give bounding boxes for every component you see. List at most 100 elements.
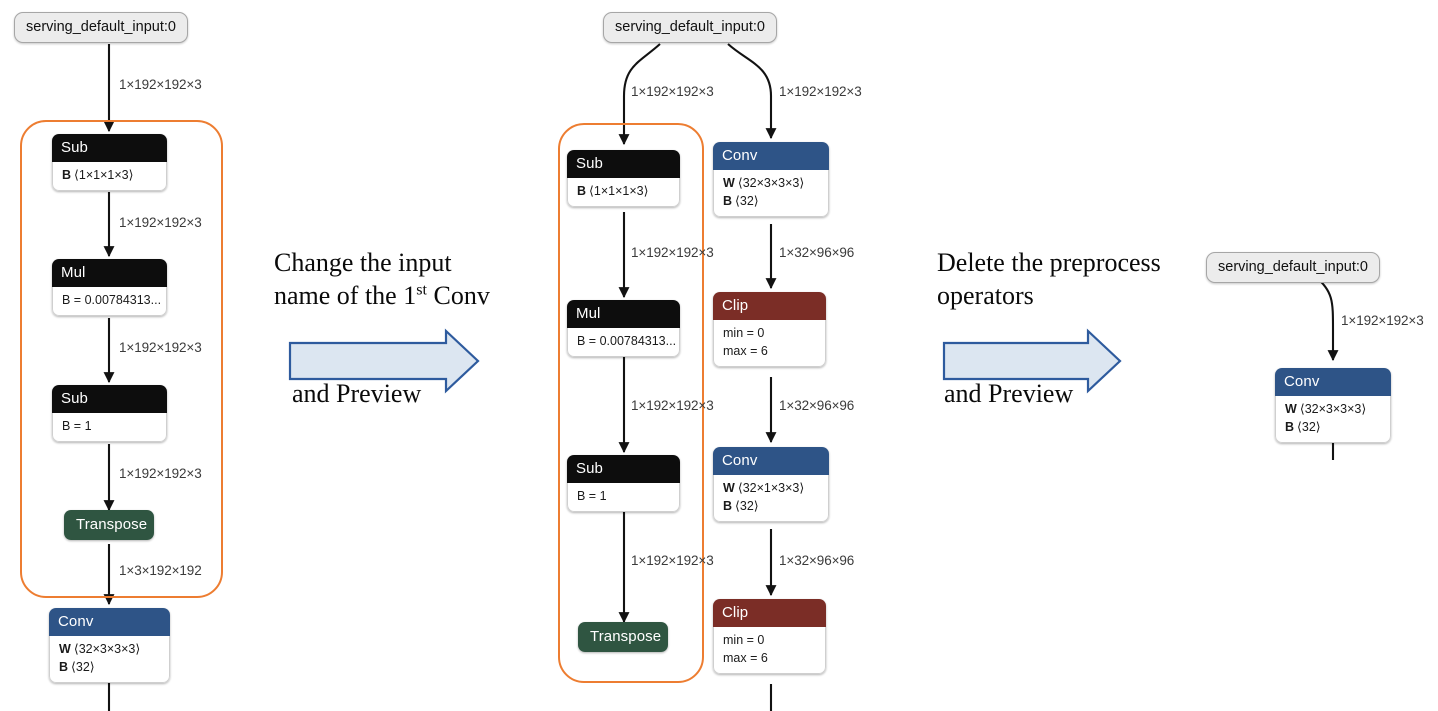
node-conv-1-panel1[interactable]: Conv W⟨32×3×3×3⟩ B⟨32⟩: [49, 608, 170, 684]
io-input-node-panel1[interactable]: serving_default_input:0: [14, 12, 188, 43]
annotation-1-line2-post: Conv: [426, 281, 490, 310]
node-body: B = 1: [52, 413, 167, 442]
node-header: Conv: [713, 447, 829, 475]
node-header: Clip: [713, 292, 826, 320]
node-attr-key: W: [1285, 401, 1297, 416]
edge-label-panel2-left-1: 1×192×192×3: [631, 245, 714, 260]
node-attr-row: B⟨1×1×1×3⟩: [577, 182, 670, 201]
node-transpose-panel2[interactable]: Transpose: [578, 622, 668, 652]
node-attr-row: B = 1: [62, 417, 157, 436]
node-attr-key: B: [723, 194, 733, 209]
node-attr-row: B⟨32⟩: [1285, 419, 1381, 438]
node-body: min = 0 max = 6: [713, 627, 826, 675]
node-transpose-panel1[interactable]: Transpose: [64, 510, 154, 540]
edge-label-panel2-right-1: 1×32×96×96: [779, 245, 855, 260]
node-attr-value: ⟨32×3×3×3⟩: [737, 175, 805, 190]
edge-label-panel2-left-3: 1×192×192×3: [631, 553, 714, 568]
node-body: W⟨32×1×3×3⟩ B⟨32⟩: [713, 475, 829, 523]
edge-input-to-conv1-curve: [1314, 275, 1339, 362]
node-attr-row: max = 6: [723, 650, 816, 669]
node-attr-row: B⟨32⟩: [723, 193, 819, 212]
node-header: Conv: [1275, 368, 1391, 396]
node-attr-key: B: [577, 183, 587, 198]
preprocess-group-box-panel1: [20, 120, 223, 598]
node-header: Transpose: [64, 510, 154, 540]
node-body: min = 0 max = 6: [713, 320, 826, 368]
node-attr-row: W⟨32×3×3×3⟩: [723, 174, 819, 193]
node-attr-key: B: [1285, 420, 1295, 435]
node-body: W⟨32×3×3×3⟩ B⟨32⟩: [713, 170, 829, 218]
node-conv-1-panel3[interactable]: Conv W⟨32×3×3×3⟩ B⟨32⟩: [1275, 368, 1391, 444]
edge-label-panel2-right-2: 1×32×96×96: [779, 398, 855, 413]
node-attr-value: ⟨32⟩: [71, 660, 95, 675]
annotation-2-footer: and Preview: [944, 379, 1074, 408]
node-body: B⟨1×1×1×3⟩: [567, 178, 680, 207]
annotation-1-line2: name of the 1st Conv: [274, 280, 490, 312]
edge-label-panel1-4: 1×3×192×192: [119, 563, 202, 578]
node-body: W⟨32×3×3×3⟩ B⟨32⟩: [49, 636, 170, 684]
node-attr-value: ⟨32⟩: [735, 499, 759, 514]
node-header: Clip: [713, 599, 826, 627]
node-attr-value: B = 0.00784313...: [62, 292, 162, 307]
node-attr-row: B = 1: [577, 487, 670, 506]
node-attr-value: max = 6: [723, 344, 768, 359]
node-header: Transpose: [578, 622, 668, 652]
annotation-1-line2-superscript: st: [416, 281, 427, 299]
node-clip-1-panel2[interactable]: Clip min = 0 max = 6: [713, 292, 826, 368]
node-sub-1-panel2[interactable]: Sub B⟨1×1×1×3⟩: [567, 150, 680, 207]
edge-label-panel2-right-3: 1×32×96×96: [779, 553, 855, 568]
node-mul-1-panel1[interactable]: Mul B = 0.00784313...: [52, 259, 167, 316]
node-attr-row: W⟨32×3×3×3⟩: [1285, 400, 1381, 419]
annotation-1-footer: and Preview: [292, 379, 422, 408]
node-attr-row: W⟨32×1×3×3⟩: [723, 479, 819, 498]
node-attr-value: B = 1: [62, 418, 92, 433]
node-attr-row: W⟨32×3×3×3⟩: [59, 640, 160, 659]
node-attr-value: ⟨32⟩: [1297, 420, 1321, 435]
edge-label-panel2-right-0: 1×192×192×3: [779, 84, 862, 99]
node-attr-row: min = 0: [723, 631, 816, 650]
node-attr-row: max = 6: [723, 343, 816, 362]
edge-label-panel2-left-2: 1×192×192×3: [631, 398, 714, 413]
node-header: Sub: [52, 134, 167, 162]
node-body: B = 1: [567, 483, 680, 512]
node-attr-row: B⟨1×1×1×3⟩: [62, 166, 157, 185]
edge-input-to-conv1-curve: [727, 43, 777, 140]
node-attr-value: max = 6: [723, 651, 768, 666]
node-attr-value: ⟨32×1×3×3⟩: [737, 480, 805, 495]
node-attr-value: ⟨1×1×1×3⟩: [74, 167, 134, 182]
node-attr-key: B: [723, 499, 733, 514]
annotation-2-line1: Delete the preprocess: [937, 248, 1161, 277]
node-sub-1-panel1[interactable]: Sub B⟨1×1×1×3⟩: [52, 134, 167, 191]
node-attr-value: B = 0.00784313...: [577, 333, 677, 348]
node-attr-row: B⟨32⟩: [723, 498, 819, 517]
annotation-1-line1: Change the input: [274, 248, 452, 277]
node-sub-2-panel1[interactable]: Sub B = 1: [52, 385, 167, 442]
node-body: B = 0.00784313...: [567, 328, 680, 357]
node-attr-value: min = 0: [723, 325, 765, 340]
node-attr-row: B⟨32⟩: [59, 659, 160, 678]
io-input-node-panel2[interactable]: serving_default_input:0: [603, 12, 777, 43]
node-header: Mul: [567, 300, 680, 328]
node-attr-value: ⟨32⟩: [735, 194, 759, 209]
node-mul-1-panel2[interactable]: Mul B = 0.00784313...: [567, 300, 680, 357]
io-input-node-panel3[interactable]: serving_default_input:0: [1206, 252, 1380, 283]
edge-label-panel1-0: 1×192×192×3: [119, 77, 202, 92]
node-attr-key: W: [723, 480, 735, 495]
node-sub-2-panel2[interactable]: Sub B = 1: [567, 455, 680, 512]
preprocess-group-box-panel2: [558, 123, 704, 683]
node-attr-value: B = 1: [577, 488, 607, 503]
node-header: Conv: [49, 608, 170, 636]
node-attr-row: B = 0.00784313...: [577, 332, 676, 351]
node-attr-value: ⟨32×3×3×3⟩: [73, 641, 141, 656]
node-clip-2-panel2[interactable]: Clip min = 0 max = 6: [713, 599, 826, 675]
node-attr-value: ⟨32×3×3×3⟩: [1299, 401, 1367, 416]
node-conv-1-panel2[interactable]: Conv W⟨32×3×3×3⟩ B⟨32⟩: [713, 142, 829, 218]
node-attr-row: min = 0: [723, 324, 816, 343]
node-conv-2-panel2[interactable]: Conv W⟨32×1×3×3⟩ B⟨32⟩: [713, 447, 829, 523]
edge-label-panel2-left-0: 1×192×192×3: [631, 84, 714, 99]
annotation-2-line2: operators: [937, 280, 1034, 312]
node-body: W⟨32×3×3×3⟩ B⟨32⟩: [1275, 396, 1391, 444]
node-body: B⟨1×1×1×3⟩: [52, 162, 167, 191]
edge-label-panel1-2: 1×192×192×3: [119, 340, 202, 355]
